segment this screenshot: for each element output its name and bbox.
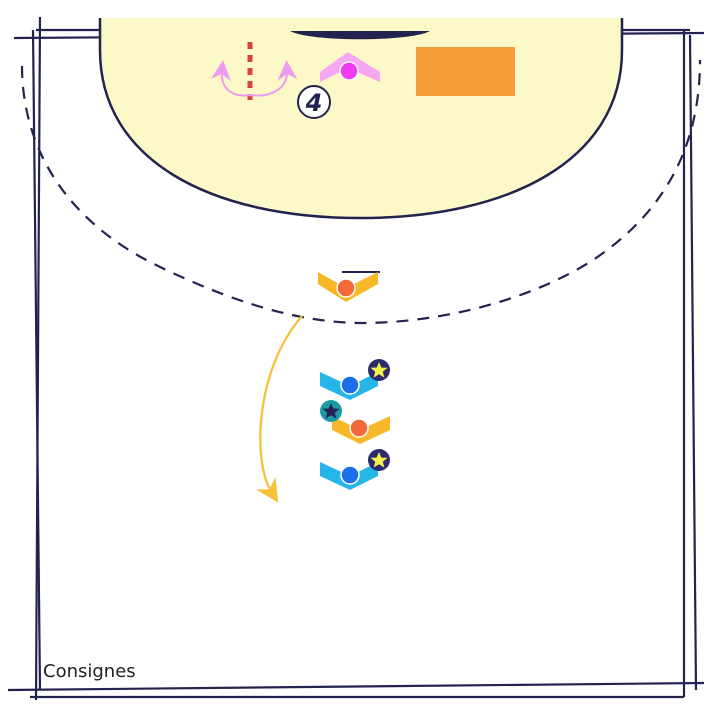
defender-icon xyxy=(320,449,390,490)
goalkeeper-icon xyxy=(320,52,380,82)
target-block xyxy=(416,47,515,96)
attacker-icon xyxy=(318,271,380,302)
number-badge-icon: 4 xyxy=(297,85,331,119)
star-icon xyxy=(370,362,388,378)
goalkeeper-move-left-arrow xyxy=(210,60,251,97)
star-icon xyxy=(370,452,388,468)
player-number: 4 xyxy=(305,89,323,117)
caption-label: Consignes xyxy=(43,661,136,682)
pass-arrow xyxy=(256,315,303,503)
star-icon xyxy=(322,403,340,419)
goal xyxy=(290,31,430,40)
attacker-icon xyxy=(320,400,390,444)
goalkeeper-move-right-arrow xyxy=(249,60,298,97)
defender-icon xyxy=(320,359,390,400)
free-throw-line xyxy=(20,59,702,325)
goal-area xyxy=(98,18,624,220)
